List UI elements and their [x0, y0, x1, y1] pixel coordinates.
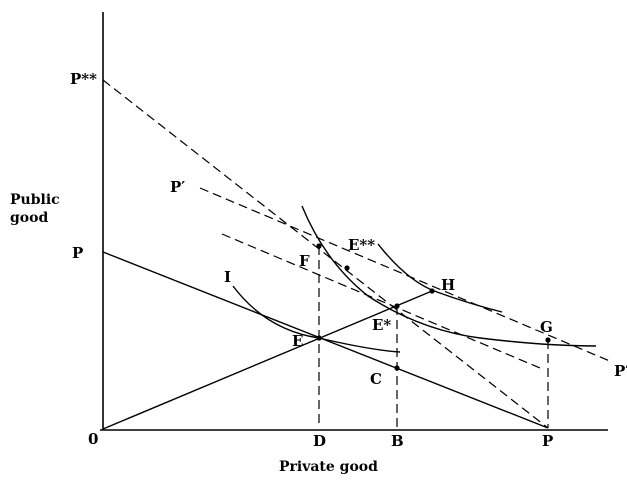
point-e-star [394, 303, 400, 309]
x-axis-title: Private good [279, 459, 378, 475]
label-p-bottom: P [542, 432, 553, 450]
point-c [394, 365, 400, 371]
label-e-star: E* [372, 316, 391, 334]
label-i: I [224, 268, 231, 286]
label-origin: 0 [88, 430, 98, 448]
label-f: F [299, 252, 310, 270]
label-p-prime-right: P′ [614, 362, 627, 380]
label-e-double-star: E** [348, 236, 375, 254]
dashed-line-p-prime [199, 187, 613, 363]
label-h: H [441, 276, 455, 294]
y-axis-title-line1: Public [10, 192, 60, 208]
point-e [316, 335, 322, 341]
point-h [429, 288, 435, 294]
point-e-double-star [344, 265, 350, 271]
point-f [316, 243, 322, 249]
label-b: B [391, 432, 404, 450]
dashed-line-f [221, 233, 541, 369]
label-p-double-star: P** [70, 70, 97, 88]
label-g: G [540, 318, 553, 336]
label-p-left: P [72, 244, 83, 262]
label-c: C [370, 370, 382, 388]
indifference-curve-e-star [301, 205, 597, 347]
label-p-prime-left: P′ [170, 178, 185, 196]
expansion-ray-oh [102, 290, 433, 430]
label-d: D [313, 432, 326, 450]
point-g [545, 337, 551, 343]
indifference-curve-h [377, 243, 503, 313]
label-e: E [292, 332, 303, 350]
dashed-line-p-double-star [102, 79, 549, 429]
y-axis-title-line2: good [10, 210, 48, 226]
